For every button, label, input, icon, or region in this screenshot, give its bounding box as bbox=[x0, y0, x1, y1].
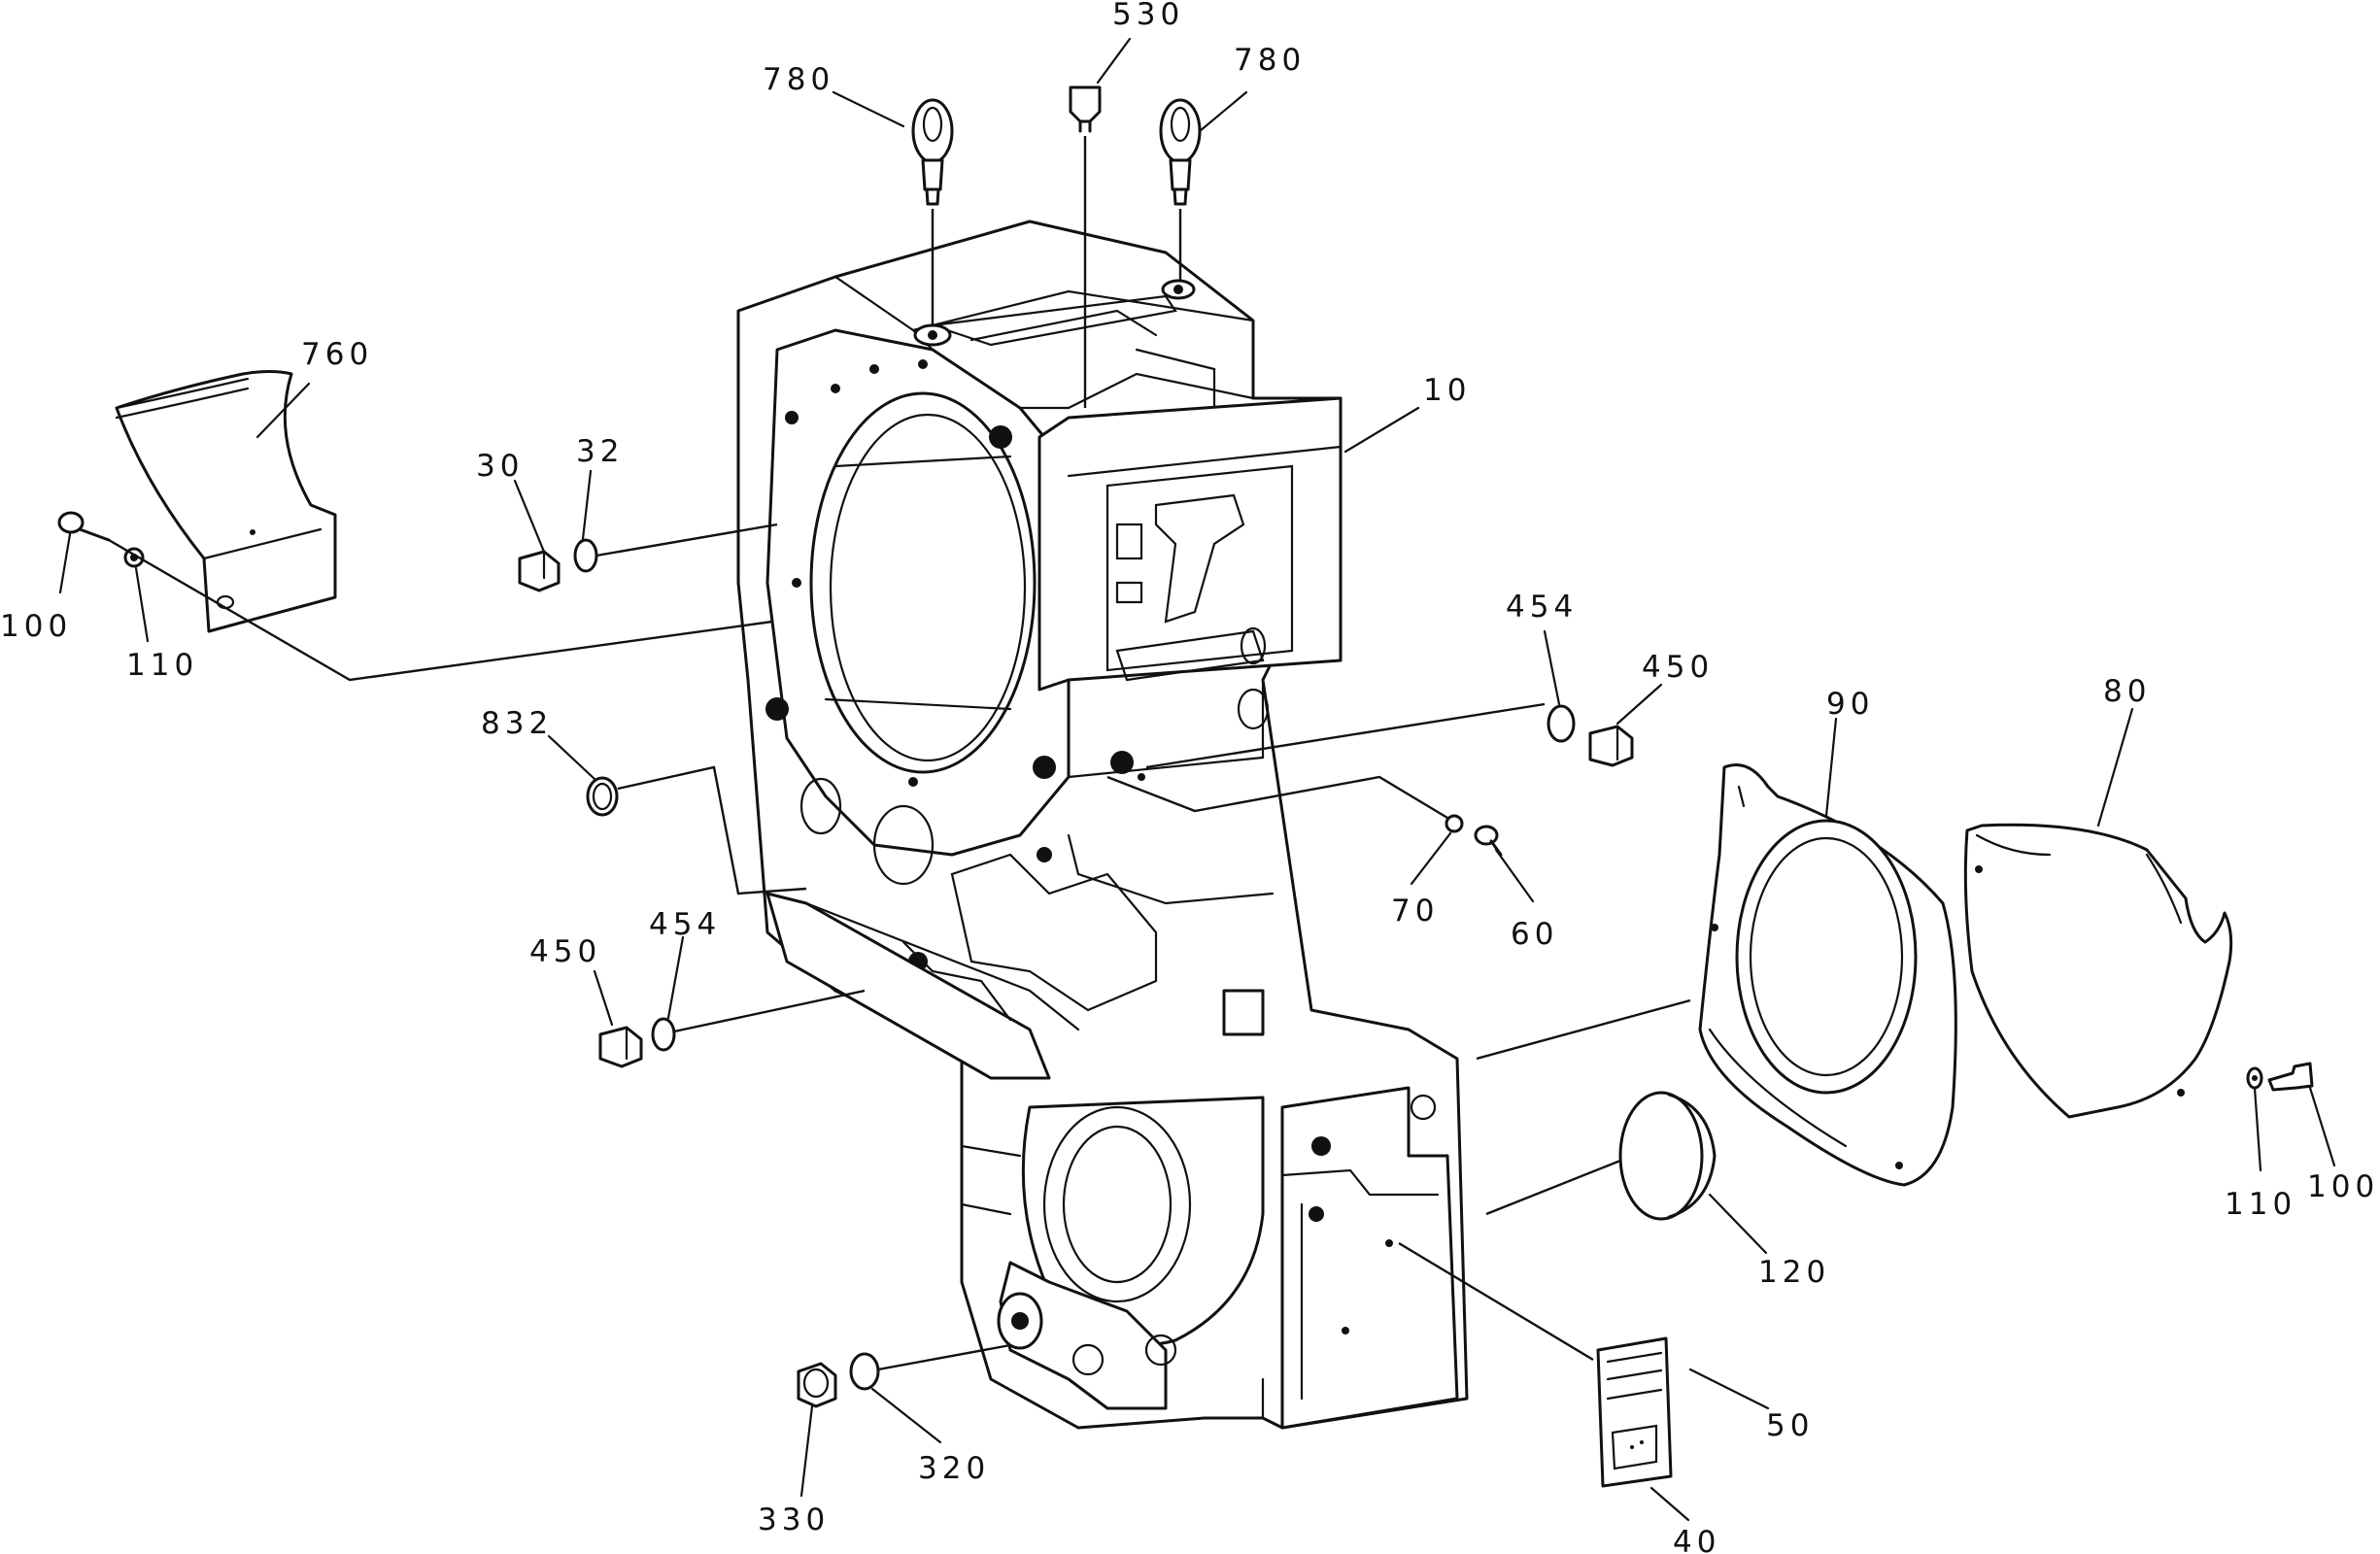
outer-shield bbox=[1963, 823, 2233, 1119]
leader-shield bbox=[1476, 998, 1691, 1061]
callout-780-left: 780 bbox=[763, 62, 834, 97]
callout-760: 760 bbox=[301, 337, 373, 372]
callout-32: 32 bbox=[576, 434, 624, 469]
callout-320: 320 bbox=[918, 1451, 990, 1486]
callout-10: 10 bbox=[1423, 373, 1471, 408]
leader-plug-30 bbox=[595, 523, 778, 557]
callout-60: 60 bbox=[1511, 917, 1558, 952]
leader-screw-760 bbox=[108, 538, 773, 682]
screw-left bbox=[57, 511, 111, 542]
leader-cap bbox=[1485, 1159, 1621, 1216]
callout-30: 30 bbox=[476, 449, 524, 484]
callout-120: 120 bbox=[1758, 1255, 1830, 1290]
leader-70 bbox=[1106, 775, 1448, 820]
ring-320 bbox=[849, 1352, 880, 1391]
ring-32 bbox=[573, 538, 598, 573]
leader-330 bbox=[877, 1343, 1011, 1371]
ball-70 bbox=[1445, 814, 1464, 833]
callout-110-right: 110 bbox=[2225, 1187, 2296, 1222]
inner-shield bbox=[1698, 763, 1957, 1187]
ring-454-right bbox=[1547, 704, 1576, 743]
plug-330 bbox=[797, 1362, 837, 1408]
callout-110-left: 110 bbox=[126, 648, 198, 683]
callout-70: 70 bbox=[1391, 894, 1439, 929]
eye-bolt-right bbox=[1159, 98, 1202, 300]
o-ring-832 bbox=[586, 776, 619, 817]
screw-60 bbox=[1474, 825, 1503, 857]
callout-450-right: 450 bbox=[1642, 650, 1714, 685]
callout-454-left: 454 bbox=[649, 907, 721, 942]
callout-330: 330 bbox=[758, 1503, 830, 1537]
callout-100-right: 100 bbox=[2307, 1169, 2379, 1204]
plug-30 bbox=[518, 550, 561, 592]
leader-450-left bbox=[673, 989, 866, 1033]
plug-450-left bbox=[598, 1026, 643, 1068]
plug-450-right bbox=[1588, 725, 1634, 767]
callout-40: 40 bbox=[1673, 1525, 1720, 1554]
screw-right bbox=[2267, 1062, 2314, 1092]
callout-50: 50 bbox=[1766, 1408, 1814, 1443]
callout-80: 80 bbox=[2103, 674, 2151, 709]
ring-454-left bbox=[651, 1017, 676, 1052]
washer-right bbox=[2246, 1066, 2263, 1090]
nameplate bbox=[1596, 1336, 1673, 1488]
leader-832 bbox=[617, 765, 807, 895]
callout-832: 832 bbox=[481, 706, 553, 741]
bracket-cover bbox=[115, 370, 337, 633]
callout-780-right: 780 bbox=[1234, 43, 1306, 78]
eye-bolt-left bbox=[911, 98, 954, 347]
leader-450-right bbox=[1145, 702, 1546, 769]
breather-plug bbox=[1069, 85, 1102, 408]
cap bbox=[1618, 1091, 1717, 1221]
callout-530: 530 bbox=[1112, 0, 1184, 32]
callout-100-left: 100 bbox=[0, 609, 72, 644]
callout-90: 90 bbox=[1826, 687, 1874, 722]
callout-leaders bbox=[58, 37, 2336, 1522]
callout-454-right: 454 bbox=[1506, 590, 1578, 625]
leader-plate bbox=[1398, 1241, 1594, 1362]
callout-450-left: 450 bbox=[529, 934, 601, 969]
transmission-housing bbox=[736, 220, 1469, 1430]
